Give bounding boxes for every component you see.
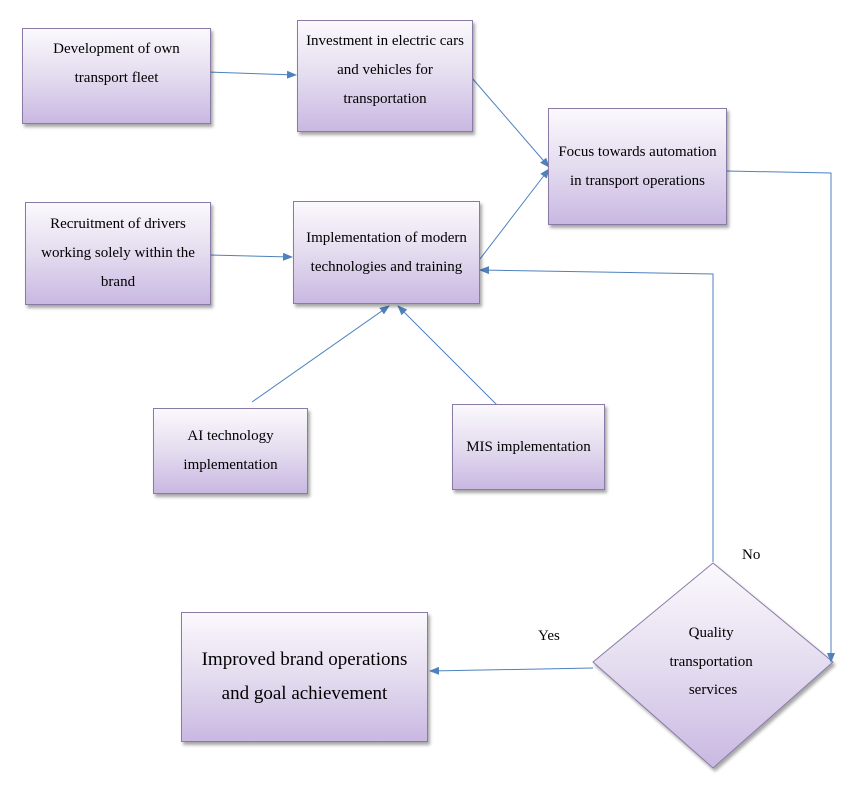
node-electric-cars: Investment in electric cars and vehicles…	[297, 20, 473, 132]
decision-text-line-2: transportation	[669, 654, 753, 670]
arrow-yes-to-improved	[429, 666, 594, 675]
svg-text:Quality transportation: Quality transportation services	[669, 625, 756, 698]
arrow-fleet-to-electric	[206, 70, 297, 79]
arrow-automation-to-decision	[726, 170, 835, 663]
decision-text-line-1: Quality	[689, 625, 734, 641]
node-mis: MIS implementation	[452, 404, 605, 490]
arrow-ai-to-modern	[251, 305, 390, 403]
node-improved-operations: Improved brand operations and goal achie…	[181, 612, 428, 742]
arrow-modern-to-automation	[479, 168, 550, 260]
arrow-electric-to-automation	[471, 77, 550, 168]
label-no: No	[742, 547, 761, 563]
arrow-no-loop-to-modern	[479, 266, 714, 562]
node-recruitment: Recruitment of drivers working solely wi…	[25, 202, 211, 305]
node-ai-tech: AI technology implementation	[153, 408, 308, 494]
node-modern-tech: Implementation of modern technologies an…	[293, 201, 480, 304]
label-yes: Yes	[538, 628, 560, 644]
decision-diamond	[592, 562, 834, 769]
arrow-recruitment-to-modern	[209, 252, 293, 261]
decision-text-line-3: services	[689, 682, 737, 698]
node-own-fleet: Development of own transport fleet	[22, 28, 211, 124]
arrow-mis-to-modern	[397, 305, 501, 409]
node-automation: Focus towards automation in transport op…	[548, 108, 727, 225]
